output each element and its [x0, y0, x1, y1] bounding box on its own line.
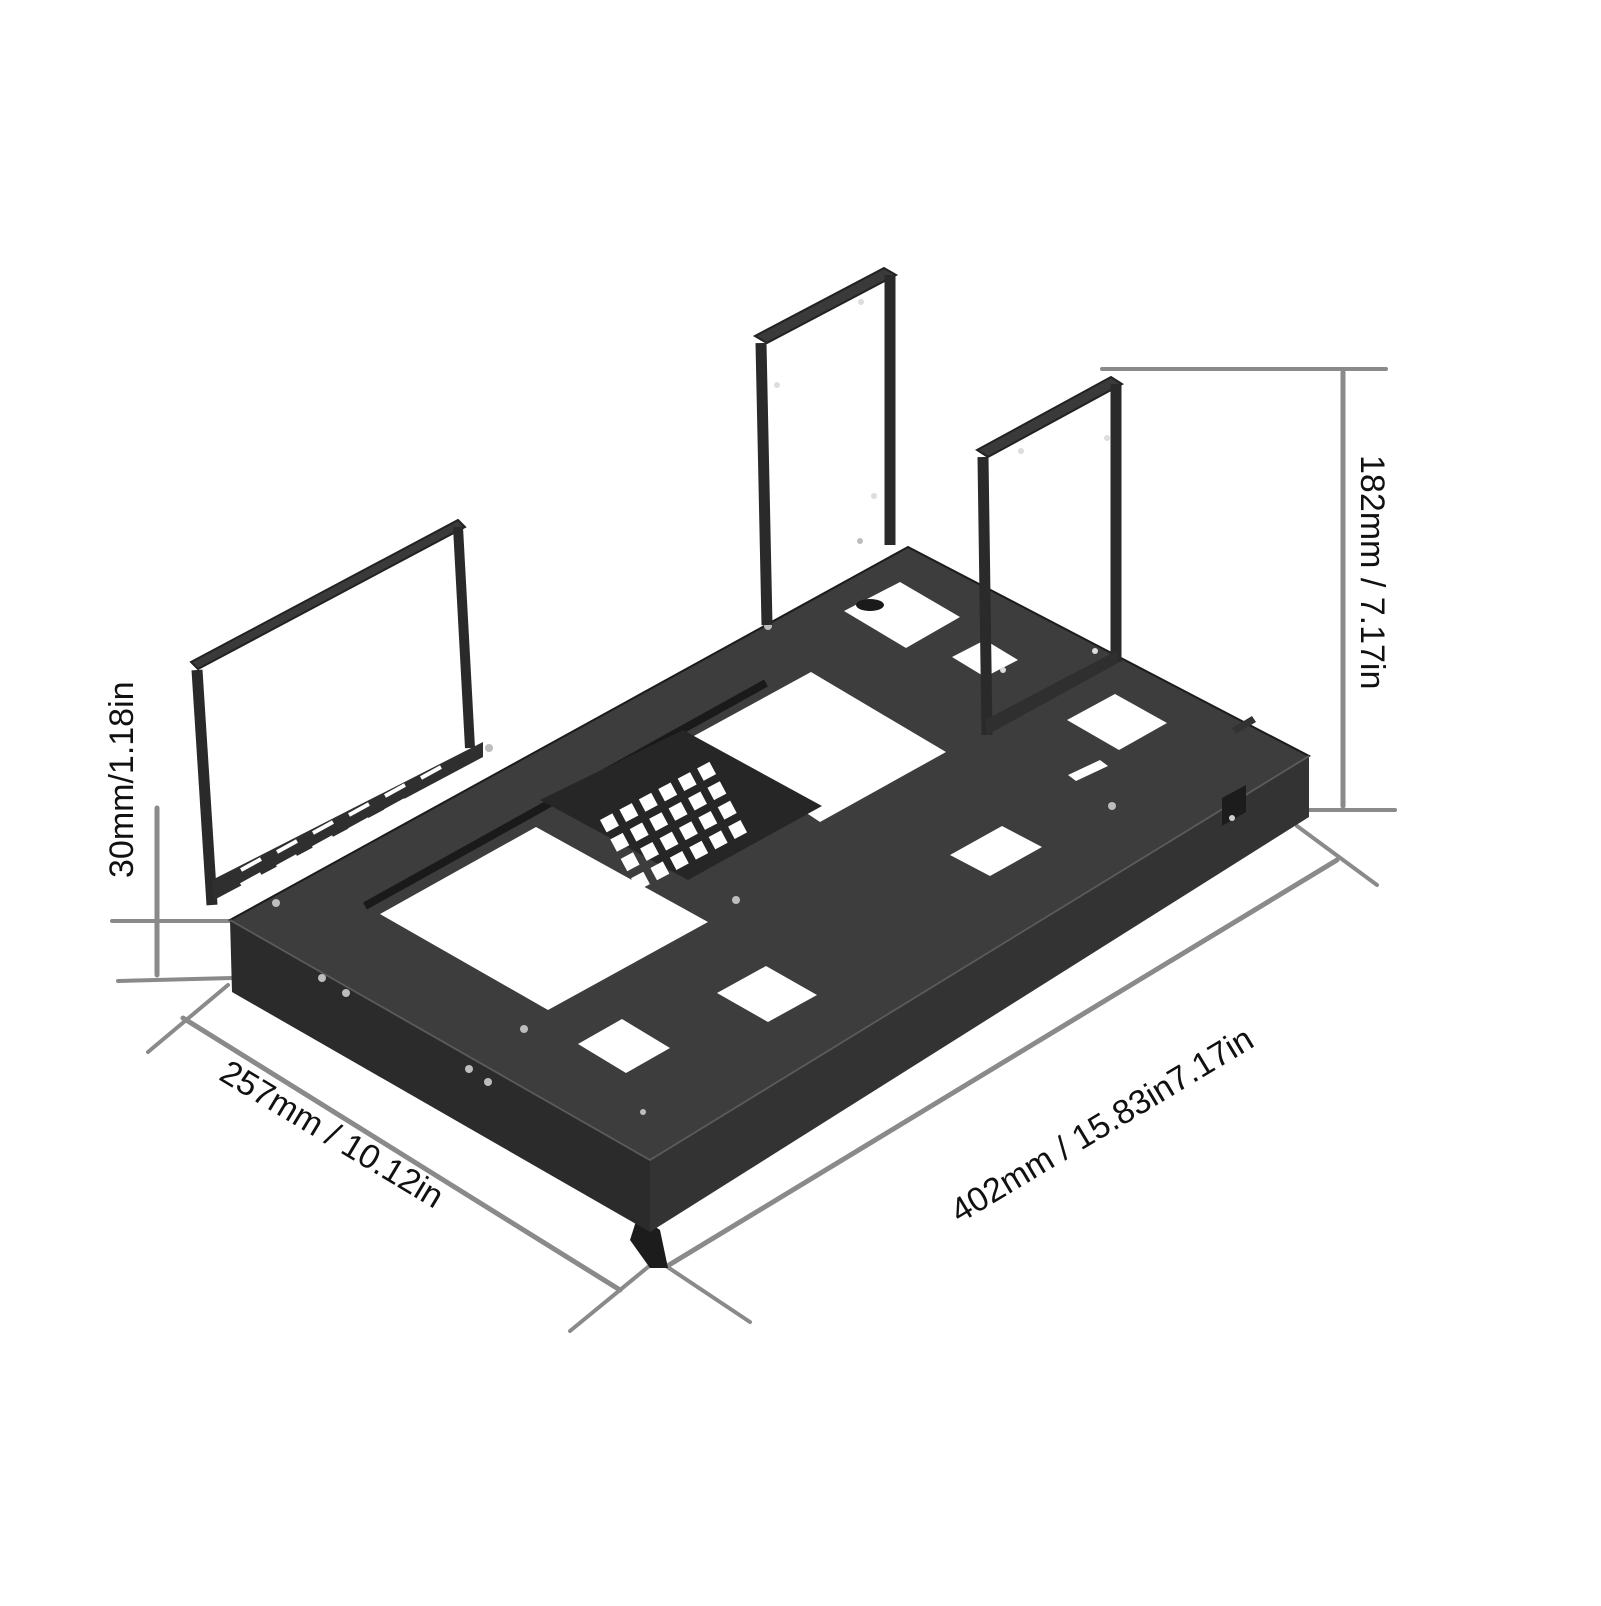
power-switch	[1222, 716, 1256, 826]
left-gpu-bracket	[189, 518, 483, 906]
height-dimension-label: 182mm / 7.17in	[1353, 455, 1391, 690]
cpu-grid-squares	[600, 761, 748, 891]
dimension-lines	[110, 367, 1397, 1333]
center-bracket	[752, 266, 899, 626]
right-bracket	[975, 375, 1124, 736]
base-height-dimension-label: 30mm/1.18in	[103, 681, 141, 878]
